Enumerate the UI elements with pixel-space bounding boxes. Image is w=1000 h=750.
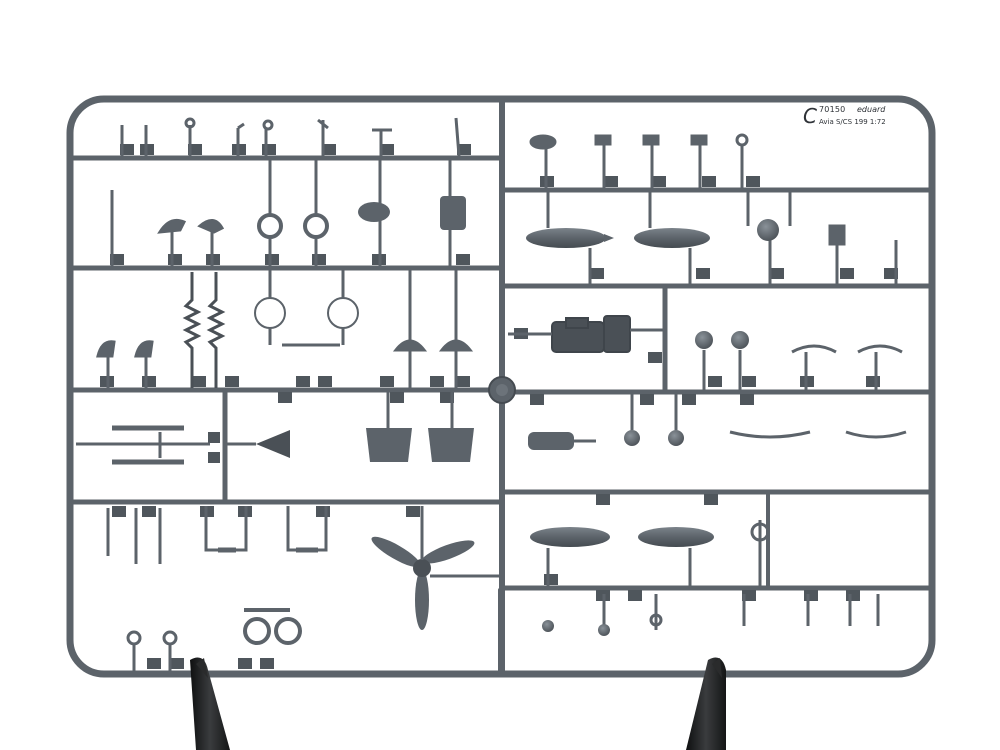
propeller — [371, 506, 500, 630]
cylinder-part — [528, 432, 574, 450]
sprue-letter: C — [803, 104, 817, 128]
seat — [508, 315, 664, 353]
sprue-subtitle: Avia S/CS 199 1:72 — [819, 118, 886, 126]
spring-parts — [182, 272, 226, 388]
instrument-box — [440, 196, 466, 230]
small-parts-row-1 — [120, 117, 461, 157]
clamp-right — [686, 657, 726, 750]
armor-plates — [366, 392, 474, 462]
small-parts-row-2 — [96, 190, 225, 388]
small-parts-row-5 — [126, 520, 880, 672]
strut-parts — [392, 268, 474, 388]
ball-part — [757, 219, 779, 241]
canopy-bubble — [358, 202, 390, 222]
rod-parts — [76, 425, 290, 465]
small-parts-row-3 — [529, 133, 898, 284]
sprue-brand: eduard — [857, 105, 886, 114]
sprue-label: C 70150 eduard Avia S/CS 199 1:72 — [803, 104, 893, 134]
small-parts-row-4 — [624, 331, 907, 446]
landing-gear-parts — [106, 506, 328, 564]
sprue-code: 70150 — [819, 105, 846, 114]
drop-tank — [526, 228, 714, 547]
sprue-frame — [66, 95, 936, 678]
clamp-left — [190, 657, 230, 750]
